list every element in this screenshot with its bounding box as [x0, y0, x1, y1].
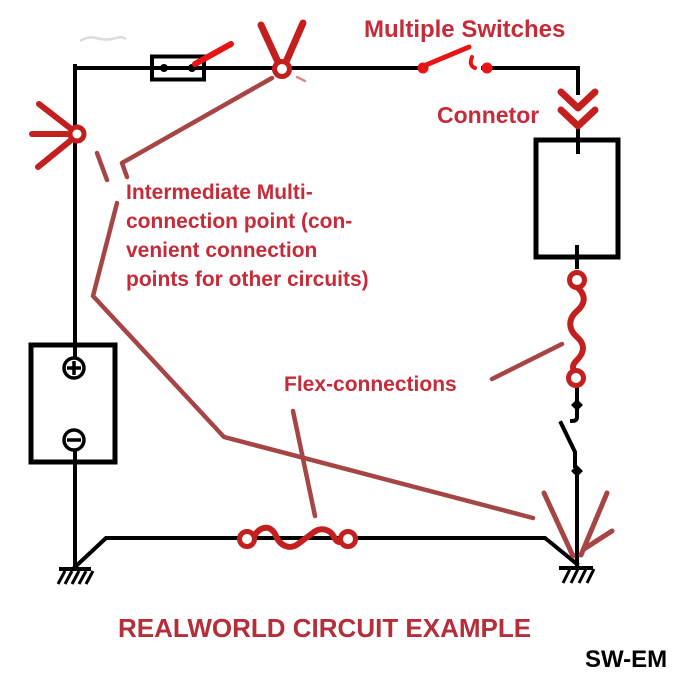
intermediate-label-line2: connection point (con- [126, 210, 353, 233]
diagram-title: REALWORLD CIRCUIT EXAMPLE [118, 613, 532, 643]
switch-hook [468, 55, 477, 70]
connector-chevron-icon [557, 106, 599, 130]
starburst-ray-icon [35, 138, 73, 170]
bottom-wire [72, 536, 580, 570]
connector-label: Connetor [437, 102, 540, 128]
leader-line-to-right-ground [90, 200, 536, 521]
starburst-ray-icon [578, 490, 610, 558]
flex-eyelet [237, 529, 257, 549]
top-wire-right-segment [481, 66, 580, 95]
leader-line-to-v-point [119, 75, 275, 180]
flex-connections-label: Flex-connections [284, 373, 457, 396]
intermediate-label-line1: Intermediate Multi- [126, 181, 313, 204]
ground-hatch-right [561, 568, 596, 584]
starburst-ray-icon [541, 490, 576, 559]
flex-eyelet [338, 529, 358, 549]
v-point-arm-icon [282, 19, 307, 66]
switch-contact-dot [481, 62, 493, 74]
leader-line-to-starburst [94, 150, 110, 183]
intermediate-label-line3: venient connection [126, 239, 318, 262]
starburst-ray-icon [36, 101, 73, 131]
junction-dot-upper [571, 399, 583, 411]
intermediate-multiconnection-label: Intermediate Multi- connection point (co… [126, 178, 369, 294]
flex-coil-bottom-icon [251, 524, 345, 550]
signature: SW-EM [585, 646, 668, 673]
connector-chevron-icon [557, 88, 599, 112]
fuse-block [150, 54, 206, 82]
v-point-arm-icon [257, 21, 282, 66]
multi-connection-point-icon [272, 59, 292, 79]
fuse-contact-left [160, 64, 168, 72]
intermediate-label-line4: points for other circuits) [126, 268, 369, 291]
leader-line-to-right-flex [489, 341, 565, 382]
ground-hatch-left [56, 570, 95, 585]
faint-smudge [79, 35, 127, 43]
multiple-switches-label: Multiple Switches [364, 16, 566, 43]
fuse-switch-blade-icon [192, 41, 234, 67]
junction-dot-lower [571, 465, 583, 477]
switch-upper-stem [569, 387, 579, 424]
switch-blade-icon [423, 44, 472, 68]
load-box [533, 137, 621, 260]
leader-line-to-bottom-flex [290, 408, 318, 519]
multi-connection-point-icon [67, 124, 87, 144]
switch-blade-right [558, 420, 577, 468]
battery-box [28, 342, 118, 465]
starburst-ray-icon [581, 528, 615, 552]
flex-eyelet [567, 270, 587, 290]
flex-coil-right-icon [567, 284, 587, 374]
flex-eyelet [566, 368, 586, 388]
stray-mark [295, 75, 307, 83]
